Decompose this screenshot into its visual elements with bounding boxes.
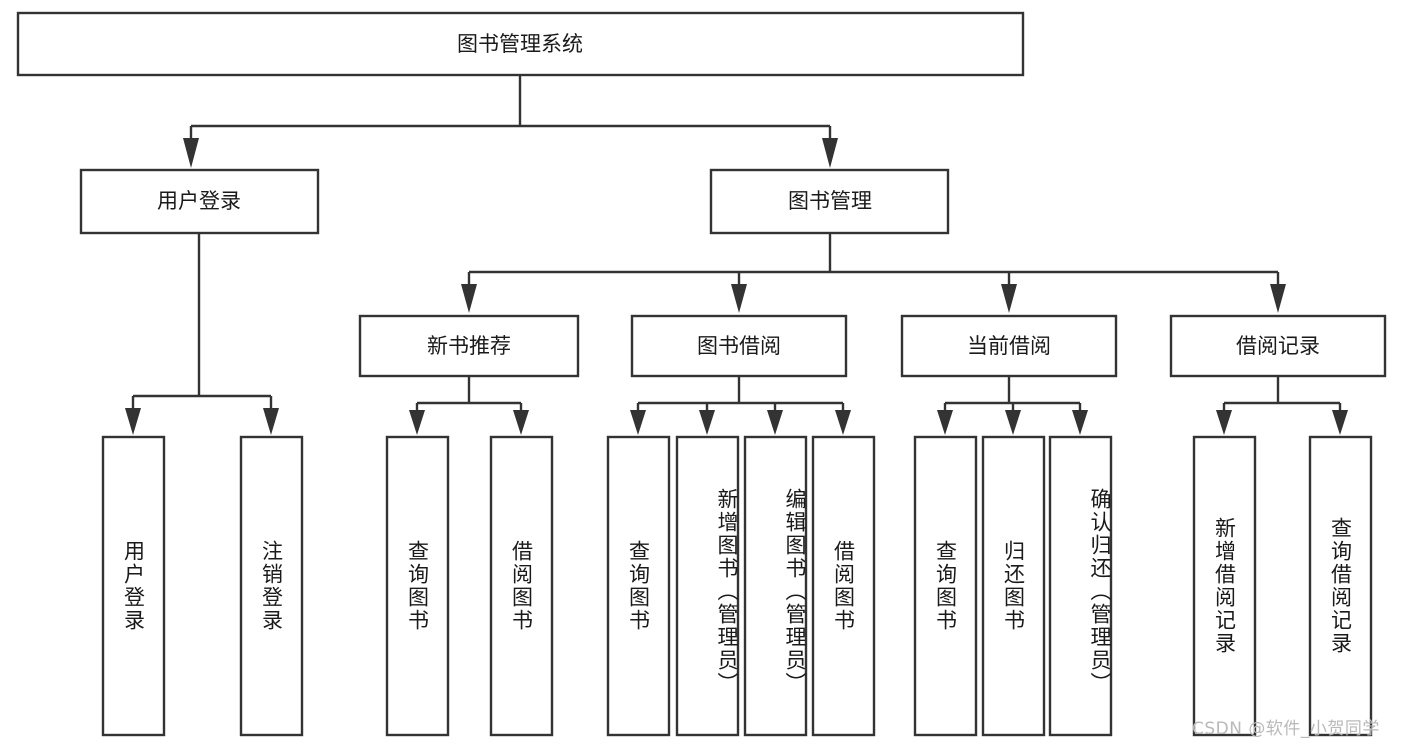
node-box-borrow-record [1169, 314, 1387, 378]
node-box-leaf-edit-book-admin[interactable] [743, 435, 808, 737]
node-box-leaf-confirm-return-admin[interactable] [1048, 435, 1113, 737]
arrow-head-leaf-user-logout [263, 408, 279, 435]
arrow-head-leaf-add-book [699, 410, 715, 435]
arrow-head-user-login [183, 138, 199, 168]
node-box-leaf-user-login[interactable] [101, 435, 166, 737]
arrow-head-leaf-user-login [125, 408, 141, 435]
node-box-root [16, 11, 1025, 77]
arrow-head-book-management [822, 138, 838, 168]
node-label-book-management: 图书管理 [788, 189, 872, 213]
arrow-head-leaf-query-book-3 [937, 410, 953, 435]
node-box-leaf-query-book-2[interactable] [606, 435, 671, 737]
node-box-leaf-borrow-book-1[interactable] [489, 435, 554, 737]
connector-new-book-to-leaves [409, 377, 529, 435]
node-box-leaf-query-book-1[interactable] [385, 435, 450, 737]
arrow-head-new-book [461, 284, 477, 313]
arrow-head-borrow-record [1270, 284, 1286, 313]
node-new-book-recommend[interactable]: 新书推荐 [358, 314, 580, 378]
node-box-leaf-query-borrow-record[interactable] [1308, 435, 1373, 737]
node-box-current-borrow [900, 314, 1118, 378]
arrow-head-leaf-add-borrow-record [1216, 410, 1232, 435]
arrow-head-leaf-query-book-2 [630, 410, 646, 435]
csdn-watermark: CSDN @软件_小贺同学 [1192, 719, 1380, 739]
node-box-book-management [709, 168, 950, 235]
node-box-user-login [79, 168, 320, 235]
node-label-current-borrow: 当前借阅 [967, 334, 1051, 358]
connector-book-management-to-level3 [461, 234, 1286, 313]
arrow-head-leaf-borrow-book-2 [835, 410, 851, 435]
arrow-head-book-borrow [731, 284, 747, 313]
node-user-login[interactable]: 用户登录 [79, 168, 320, 235]
node-root-book-management-system[interactable]: 图书管理系统 [16, 11, 1025, 77]
node-box-leaf-query-book-3[interactable] [913, 435, 978, 737]
arrow-head-leaf-query-borrow-record [1332, 410, 1348, 435]
node-borrow-record[interactable]: 借阅记录 [1169, 314, 1387, 378]
arrow-head-leaf-query-book-1 [409, 410, 425, 435]
connector-current-borrow-to-leaves [937, 377, 1088, 435]
node-box-leaf-add-book-admin[interactable] [675, 435, 740, 737]
arrow-head-leaf-return-book [1005, 410, 1021, 435]
arrow-head-leaf-edit-book [767, 410, 783, 435]
arrow-head-leaf-confirm-return [1072, 410, 1088, 435]
node-label-root: 图书管理系统 [457, 32, 583, 56]
node-box-book-borrow [630, 314, 848, 378]
arrow-head-leaf-borrow-book-1 [513, 410, 529, 435]
connector-book-borrow-to-leaves [630, 377, 851, 435]
connector-borrow-record-to-leaves [1216, 377, 1348, 435]
node-label-user-login: 用户登录 [157, 189, 241, 213]
node-label-borrow-record: 借阅记录 [1236, 334, 1320, 358]
connector-user-login-to-leaves [125, 233, 279, 435]
node-box-new-book-recommend [358, 314, 580, 378]
node-box-leaf-user-logout[interactable] [239, 435, 304, 737]
arrow-head-current-borrow [1001, 284, 1017, 313]
node-box-leaf-return-book[interactable] [981, 435, 1046, 737]
node-book-management[interactable]: 图书管理 [709, 168, 950, 235]
node-current-borrow[interactable]: 当前借阅 [900, 314, 1118, 378]
node-label-book-borrow: 图书借阅 [697, 334, 781, 358]
node-label-new-book-recommend: 新书推荐 [427, 334, 511, 358]
node-box-leaf-borrow-book-2[interactable] [811, 435, 876, 737]
connector-root-to-level2 [183, 75, 838, 168]
node-book-borrow[interactable]: 图书借阅 [630, 314, 848, 378]
node-box-leaf-add-borrow-record[interactable] [1192, 435, 1257, 737]
